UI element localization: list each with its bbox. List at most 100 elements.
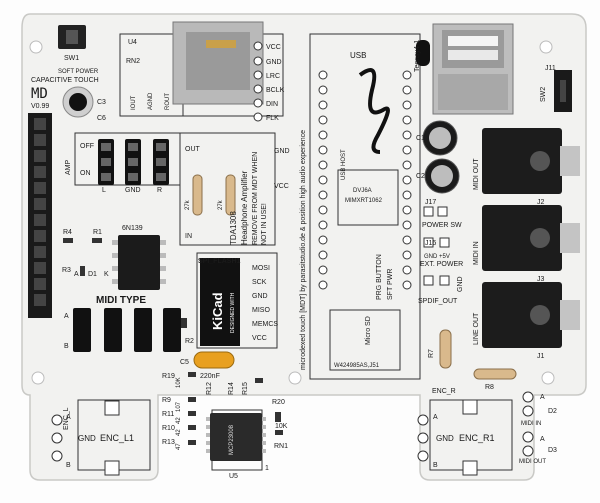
i2s-pin-bclk: BCLK	[266, 87, 285, 94]
fuse	[416, 40, 430, 66]
chip-bottom-label: MIMXRT1062	[345, 198, 383, 204]
soft-power-label: SOFT POWER	[58, 69, 99, 75]
j17-label: J17	[425, 199, 436, 206]
sw2-label: SW2	[540, 87, 547, 102]
j3-label: J3	[537, 276, 545, 283]
mount-hole	[541, 371, 555, 385]
r19-label: R19	[162, 373, 175, 380]
r11-value: 42	[176, 417, 182, 424]
c5-value: 220nF	[200, 373, 220, 380]
usb-label: USB	[350, 51, 366, 60]
mount-hole	[29, 40, 43, 54]
r10-value: 42	[176, 429, 182, 436]
chip-6n139-label: 6N139	[122, 225, 143, 232]
r15-label: R15	[242, 382, 249, 395]
pin-agnd: AGND	[148, 92, 154, 110]
jack-line-out	[482, 282, 580, 348]
enc-l-gnd: GND	[78, 434, 96, 443]
i2s-pin-lrc: LRC	[266, 73, 280, 80]
title-line1: CAPACITIVE TOUCH	[31, 77, 99, 84]
teensy-label: Teensy4-1	[414, 40, 421, 72]
line-out-label: LINE OUT	[473, 312, 480, 345]
r20-label: R20	[272, 399, 285, 406]
c5-label: C5	[180, 359, 189, 366]
r13-value: 47	[176, 443, 182, 450]
r8-resistor	[473, 368, 517, 380]
version-label: V0.99	[31, 103, 49, 110]
pin-rout: ROUT	[165, 93, 171, 110]
amp-on: ON	[80, 170, 91, 177]
u5-label: U5	[229, 473, 238, 480]
enc-l-label: ENC_L	[63, 407, 70, 430]
sw1-label: SW1	[64, 55, 79, 62]
amp-r: R	[157, 187, 162, 194]
enc-r-b: B	[433, 462, 438, 469]
r13-label: R13	[162, 439, 175, 446]
flash-pin-mosi: MOSI	[252, 265, 270, 272]
flash-pin-gnd: GND	[252, 293, 268, 300]
c5-capacitor	[193, 351, 235, 369]
amp-l: L	[102, 187, 106, 194]
pin-iout: IOUT	[131, 95, 137, 110]
board-side-text: microdexed touch [MDT] by parasitstudio.…	[300, 130, 307, 370]
resistor-27k-b	[225, 174, 236, 216]
r9-value: 107	[176, 401, 182, 412]
headphone-label: Headphone Amplifier	[240, 170, 249, 245]
r1-label: R1	[93, 229, 102, 236]
not-used-label: NOT IN USE!	[261, 203, 268, 245]
d3-a: A	[540, 436, 545, 443]
amp-gnd2: GND	[274, 148, 290, 155]
c6-label: C6	[97, 115, 106, 122]
a-label: A	[74, 271, 79, 278]
midi-out-label: MIDI OUT	[473, 158, 480, 190]
midi-type-a: A	[64, 313, 69, 320]
flash-pin-vcc: VCC	[252, 335, 267, 342]
chip-top-label: DVJ6A	[353, 188, 372, 194]
j1-label: J1	[537, 353, 545, 360]
i2s-pin-flk: FLK	[266, 115, 279, 122]
r20-value: 10K	[275, 423, 288, 430]
amp-vcc: VCC	[274, 183, 289, 190]
teensy-logo	[358, 68, 390, 154]
enc-l1-label: ENC_L1	[100, 433, 134, 443]
i2s-pin-vcc: VCC	[266, 44, 281, 51]
micro-sd-label: Micro SD	[365, 316, 372, 345]
flash-pin-miso: MISO	[252, 307, 270, 314]
c1-label: C1	[416, 135, 425, 142]
r7-resistor	[439, 329, 452, 369]
r9-label: R9	[162, 397, 171, 404]
u4-label: U4	[128, 39, 137, 46]
r14-label: R14	[228, 382, 235, 395]
rn1-label: RN1	[274, 443, 288, 450]
d2-a: A	[540, 394, 545, 401]
usb-host-label: USB HOST	[341, 149, 347, 180]
amp-off: OFF	[80, 143, 94, 150]
enc-r1-label: ENC_R1	[459, 433, 495, 443]
r27a-label: 27k	[185, 199, 191, 210]
r11-label: R11	[162, 411, 174, 418]
d1-label: D1	[88, 271, 97, 278]
j2-label: J2	[537, 199, 545, 206]
midi-type-b: B	[64, 343, 69, 350]
remove-label: REMOVE FROM MDT WHEN	[252, 152, 259, 245]
kicad-logo-text: KiCad	[210, 292, 225, 330]
c2-label: C2	[416, 173, 425, 180]
chip-6n139	[118, 235, 160, 290]
ext-power-label: EXT. POWER	[420, 261, 463, 268]
prg-button-label: PRG BUTTON	[376, 254, 383, 300]
r19-value: 10K	[176, 377, 182, 388]
r3-label: R3	[62, 267, 71, 274]
midi-out-small: MIDI OUT	[519, 459, 546, 465]
kicad-logo	[200, 258, 240, 346]
resistor-27k-a	[192, 174, 203, 216]
r12-label: R12	[206, 382, 213, 395]
r10-label: R10	[162, 425, 175, 432]
tda-label: TDA1308	[229, 211, 238, 245]
kicad-logo-sub: DESIGNED WITH	[230, 292, 236, 333]
sft-pwr-label: SFT PWR	[387, 269, 394, 300]
u5-pin1: 1	[265, 465, 269, 472]
midi-in-label: MIDI IN	[473, 241, 480, 265]
mount-hole	[539, 40, 553, 54]
flash-title: SPI_FLASH1	[198, 258, 241, 265]
